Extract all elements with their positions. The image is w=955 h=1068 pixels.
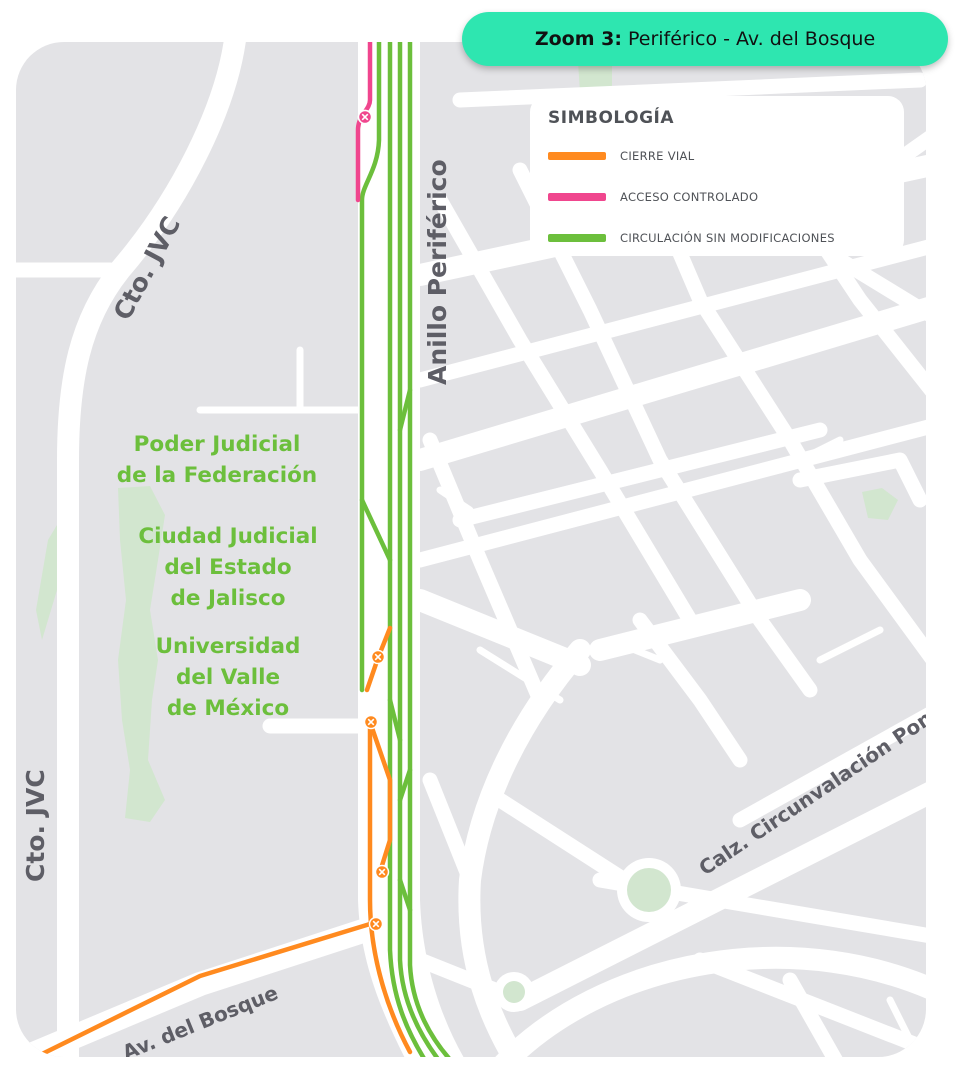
- place-label-line: del Estado: [164, 555, 291, 580]
- legend-swatch-no-change: [548, 233, 606, 242]
- controlled-access-marker-x: [361, 113, 369, 121]
- closure-marker: [374, 864, 390, 880]
- periferico-corridor: [358, 42, 470, 1057]
- legend-item-closure: CIERRE VIAL: [548, 142, 886, 169]
- place-label-line: de México: [167, 696, 289, 721]
- zoom-title: Periférico - Av. del Bosque: [627, 28, 876, 50]
- place-poder-judicial: Poder Judicial de la Federación: [117, 432, 318, 488]
- closure-marker: [368, 916, 384, 932]
- place-ciudad-judicial: Ciudad Judicial del Estado de Jalisco: [138, 524, 317, 611]
- zoom-title-pill: Zoom 3: Periférico - Av. del Bosque: [462, 12, 948, 66]
- place-label-line: Universidad: [156, 634, 301, 659]
- legend-item-no-change: CIRCULACIÓN SIN MODIFICACIONES: [548, 224, 886, 251]
- place-label-line: del Valle: [176, 665, 280, 690]
- place-label-line: Ciudad Judicial: [138, 524, 317, 549]
- park-areas: [36, 60, 898, 822]
- street-label-periferico: Anillo Periférico: [423, 159, 452, 385]
- place-label-line: de la Federación: [117, 463, 318, 488]
- place-universidad: Universidad del Valle de México: [156, 634, 301, 721]
- place-label-line: de Jalisco: [170, 586, 285, 611]
- route-no-change: [359, 42, 461, 1057]
- legend-label: ACCESO CONTROLADO: [620, 189, 759, 204]
- legend-item-controlled-access: ACCESO CONTROLADO: [548, 183, 886, 210]
- roundabouts: [494, 858, 681, 1012]
- legend-label: CIERRE VIAL: [620, 148, 695, 163]
- legend-label: CIRCULACIÓN SIN MODIFICACIONES: [620, 230, 835, 245]
- zoom-label: Zoom 3:: [534, 28, 622, 50]
- street-label-jvc-bottom: Cto. JVC: [21, 769, 50, 882]
- closure-marker: [363, 714, 379, 730]
- closure-marker: [370, 649, 386, 665]
- legend-title: SIMBOLOGÍA: [548, 108, 675, 128]
- legend: SIMBOLOGÍA CIERRE VIAL ACCESO CONTROLADO…: [530, 96, 904, 256]
- legend-swatch-closure: [548, 151, 606, 160]
- legend-swatch-controlled-access: [548, 192, 606, 201]
- place-label-line: Poder Judicial: [134, 432, 301, 457]
